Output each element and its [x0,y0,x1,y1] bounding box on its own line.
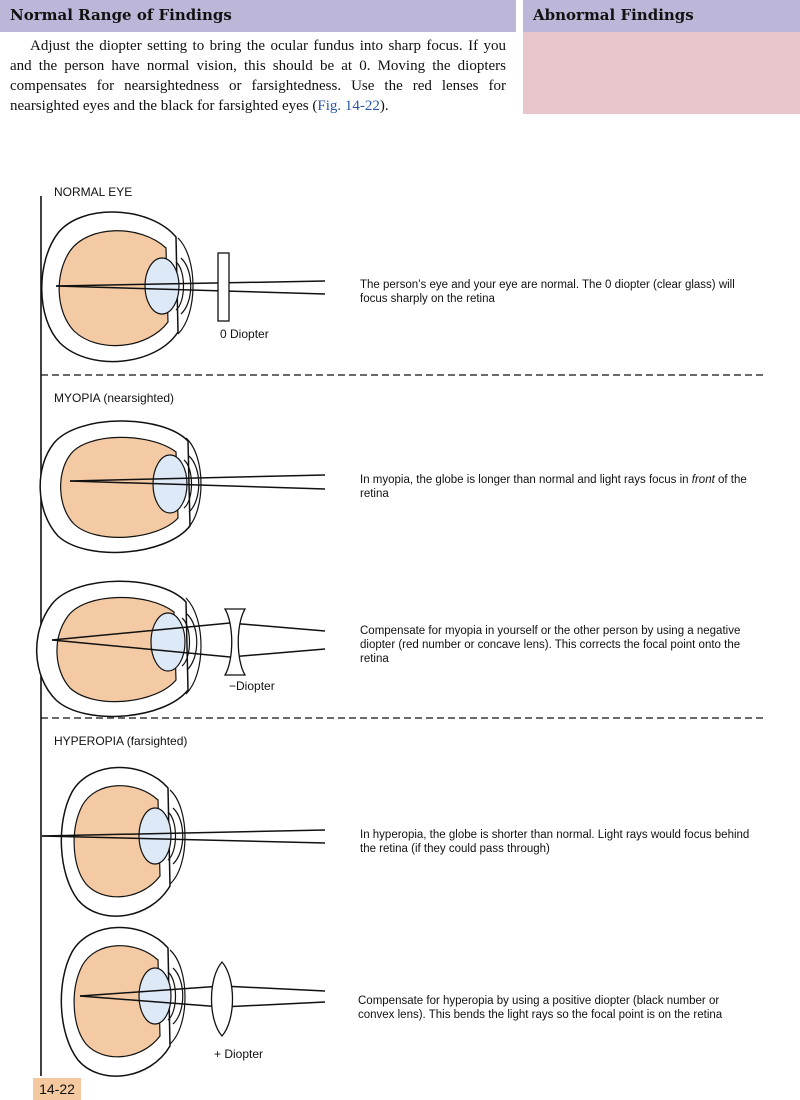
figure-number-tag: 14-22 [33,1078,81,1100]
desc-hyperopia-corrected-line1: Compensate for hyperopia by using a posi… [358,995,719,1007]
lens-clear-glass [217,252,230,322]
abnormal-findings-header: Abnormal Findings [523,0,800,32]
desc-normal-line2: focus sharply on the retina [360,293,495,305]
eye-diagram-myopia-corrected [35,580,326,718]
desc-normal-line1: The person’s eye and your eye are normal… [360,279,735,291]
intro-paragraph: Adjust the diopter setting to bring the … [10,38,506,114]
eye-diagram-hyperopia [41,766,326,917]
lens-label-0-diopter: 0 Diopter [220,327,269,341]
section-title-hyperopia: HYPEROPIA (farsighted) [54,734,187,748]
eye-diagram-myopia [39,420,326,554]
section-title-myopia: MYOPIA (nearsighted) [54,391,174,405]
desc-hyperopia-line1: In hyperopia, the globe is shorter than … [360,829,749,841]
desc-hyperopia-corrected-line2: convex lens). This bends the light rays … [358,1009,723,1021]
desc-myopia-line2: retina [360,488,389,500]
lens-convex [210,961,234,1037]
abnormal-findings-column [523,32,800,114]
abnormal-findings-title: Abnormal Findings [533,6,694,24]
normal-findings-title: Normal Range of Findings [10,6,232,24]
section-title-normal: NORMAL EYE [54,185,132,199]
normal-findings-header: Normal Range of Findings [0,0,516,32]
desc-myopia-corrected-line2: diopter (red number or concave lens). Th… [360,639,740,651]
desc-myopia-corrected-line3: retina [360,653,389,665]
desc-hyperopia-line2: the retina (if they could pass through) [360,843,550,855]
lens-label-plus-diopter: + Diopter [214,1047,263,1061]
desc-myopia-corrected-line1: Compensate for myopia in yourself or the… [360,625,740,637]
lens-concave [223,608,247,676]
lens-label-minus-diopter: −Diopter [229,679,275,693]
eye-diagram-normal [41,211,326,363]
eye-diagram-hyperopia-corrected [60,926,326,1077]
desc-myopia-line1: In myopia, the globe is longer than norm… [360,474,747,486]
figure-reference-link[interactable]: Fig. 14-22 [317,98,380,114]
